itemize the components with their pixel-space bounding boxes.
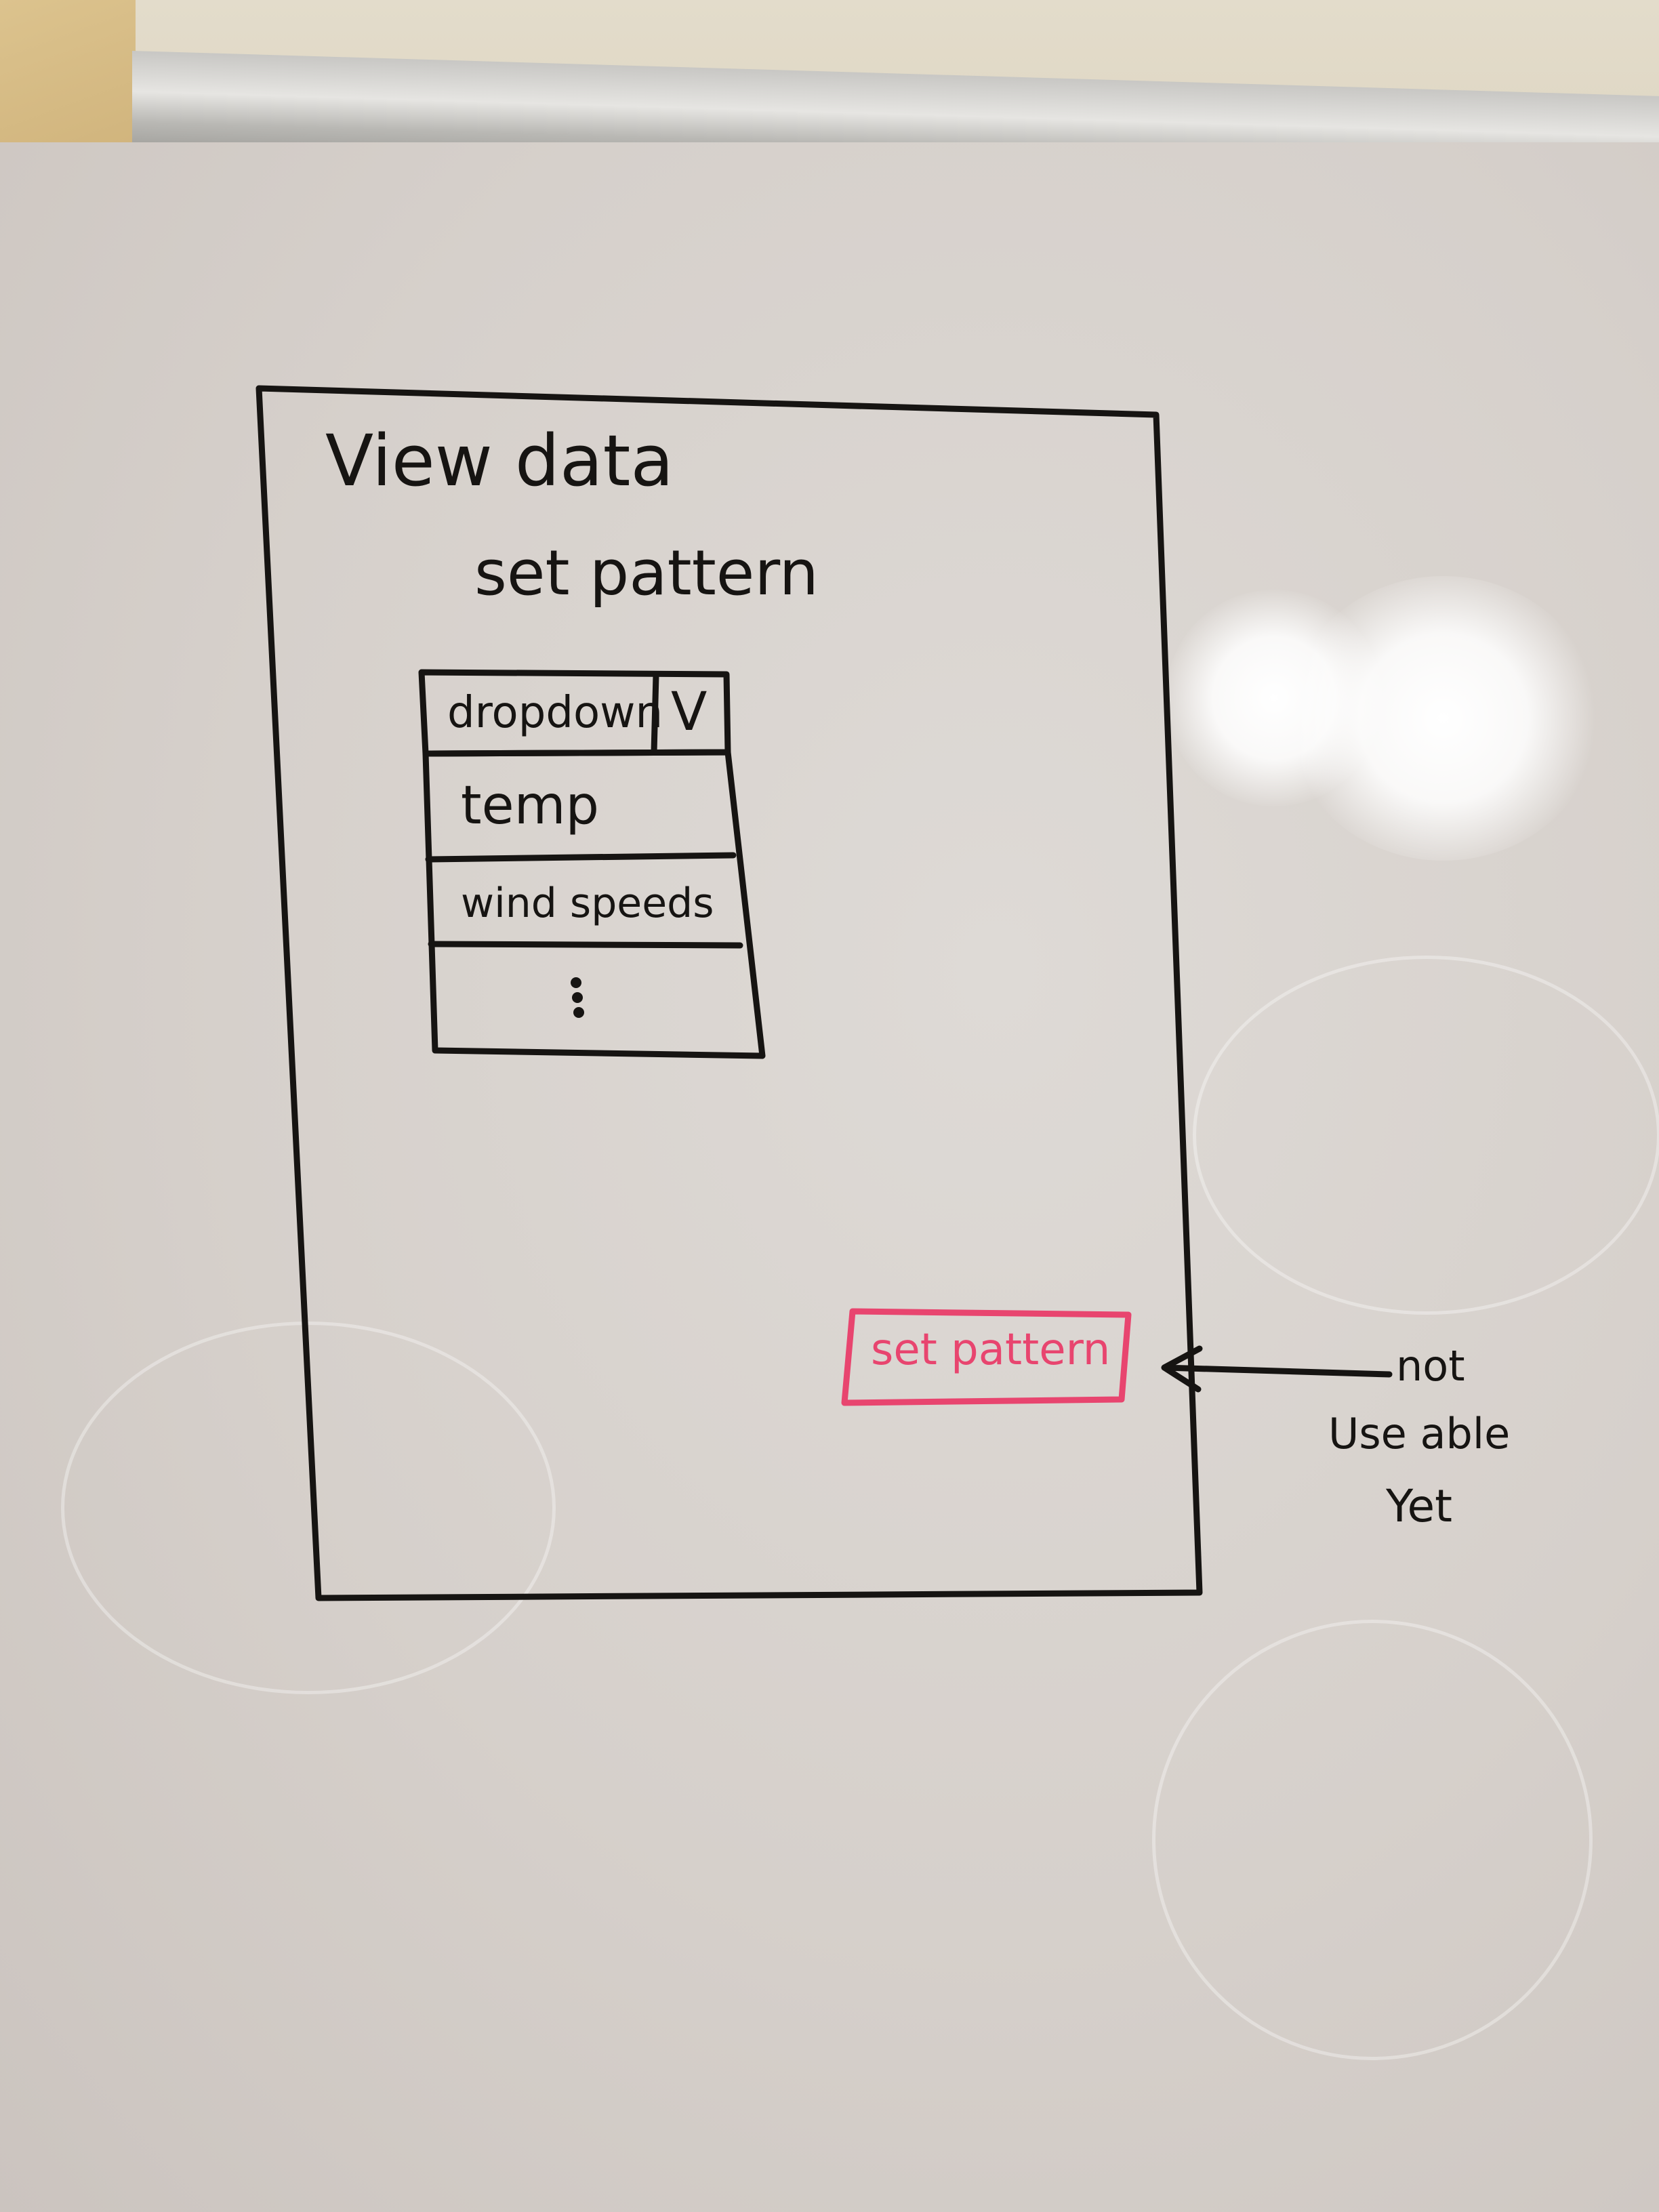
dropdown-divider (651, 672, 659, 756)
dropdown-list-box (422, 749, 766, 1059)
list-divider (425, 852, 737, 863)
sketch-title: View data (325, 419, 674, 502)
set-pattern-button-box (841, 1308, 1132, 1406)
erased-circle (1193, 956, 1659, 1315)
dropdown-label: dropdown (447, 688, 663, 738)
annotation-line-3: Yet (1386, 1480, 1453, 1532)
annotation-line-1: not (1396, 1341, 1465, 1391)
set-pattern-button-label: set pattern (871, 1325, 1111, 1375)
dropdown-option-temp: temp (461, 775, 600, 836)
page-frame (255, 385, 1203, 1601)
erased-circle (1152, 1620, 1593, 2060)
light-glare (1288, 576, 1599, 861)
chevron-down-icon: V (671, 682, 708, 743)
whiteboard (0, 142, 1659, 2212)
annotation-arrow (1161, 1345, 1393, 1393)
sketch-subtitle: set pattern (474, 537, 819, 609)
list-divider (428, 941, 743, 949)
annotation-line-2: Use able (1328, 1409, 1511, 1458)
dropdown-option-wind-speeds: wind speeds (461, 880, 714, 927)
erased-circle (61, 1322, 556, 1694)
